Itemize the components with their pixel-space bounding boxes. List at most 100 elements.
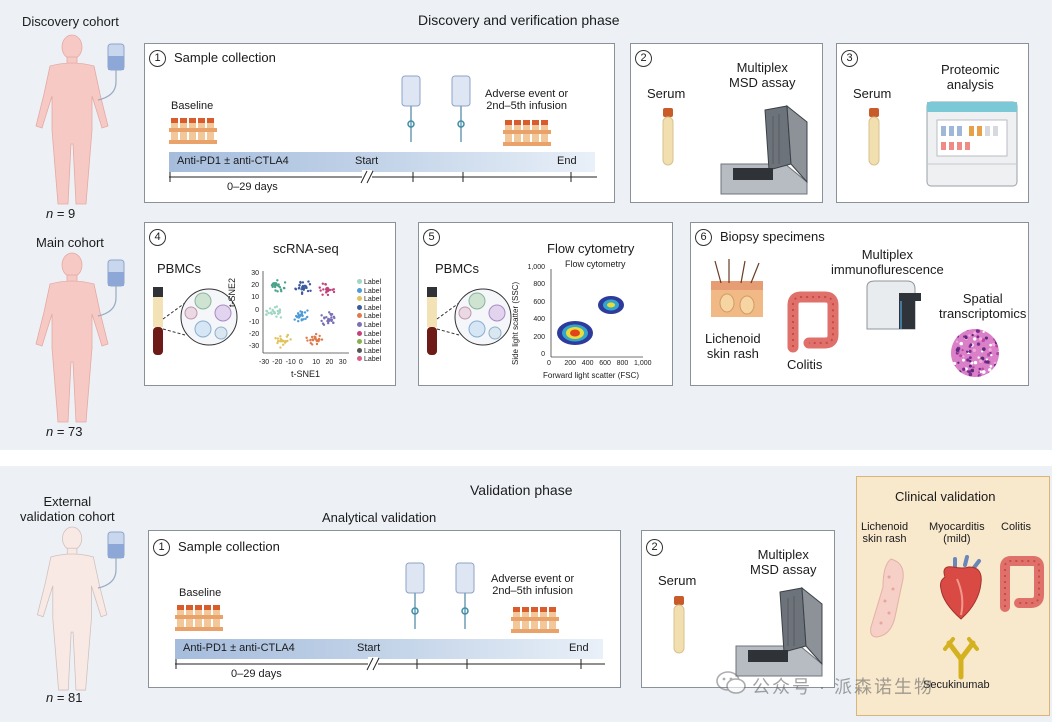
colon-icon (1000, 556, 1044, 612)
tsne-point (313, 337, 317, 340)
tissue-spot-dot (972, 366, 975, 369)
tissue-spot-dot (964, 367, 968, 371)
tissue-spot-dot (955, 340, 959, 343)
tissue-spot-dot (977, 356, 980, 359)
flow-ytick: 1,000 (527, 264, 545, 271)
legend-swatch (357, 339, 362, 345)
legend-entry: Label (357, 321, 381, 331)
tsne-point (265, 309, 268, 313)
flow-xtick: 200 (564, 360, 577, 367)
tsne-point (309, 339, 312, 342)
tissue-spot-dot (959, 329, 962, 332)
tissue-spot-dot (975, 329, 980, 333)
tissue-spot-dot (969, 343, 973, 347)
tsne-point (320, 314, 323, 317)
tsne-point (315, 342, 319, 346)
tissue-spot-dot (996, 372, 999, 376)
tissue-spot-dot (987, 375, 992, 377)
tsne-point (277, 312, 280, 315)
tsne-point (333, 316, 336, 320)
tsne-point (304, 317, 307, 320)
discovery-phase-title: Discovery and verification phase (418, 12, 620, 28)
tsne-point (275, 315, 278, 318)
legend-swatch (357, 321, 362, 327)
tissue-spot-dot (978, 337, 983, 341)
flow-cytometry-panel: 5 PBMCs Flow cytometry Flow cytometry Si… (418, 222, 673, 386)
tsne-point (275, 305, 279, 308)
flow-ytick: 200 (533, 333, 545, 341)
tissue-spot-dot (997, 339, 999, 343)
tissue-spot-dot (948, 331, 950, 333)
tsne-point (322, 323, 326, 326)
tsne-point (280, 339, 284, 342)
tsne-ytick: -10 (249, 318, 260, 326)
colon-icon (787, 291, 839, 353)
tsne-point (299, 280, 302, 284)
tsne-ylabel: t-SNE2 (227, 277, 237, 307)
tsne-point (271, 285, 274, 289)
tsne-point (278, 286, 282, 289)
panel-number: 5 (423, 229, 448, 246)
secukinumab-label: Secukinumab (923, 679, 990, 691)
heart-icon (940, 555, 982, 620)
legend-swatch (357, 296, 362, 302)
tissue-spot-dot (991, 342, 996, 347)
legend-label: Label (364, 330, 382, 338)
tsne-point (268, 307, 272, 310)
legend-label: Label (364, 313, 382, 321)
tissue-spot-dot (981, 370, 986, 374)
tissue-spot-dot (976, 335, 980, 339)
tsne-point (295, 314, 298, 318)
tsne-point (313, 335, 316, 338)
validation-phase-title: Validation phase (470, 482, 573, 498)
tsne-point (332, 290, 336, 294)
tsne-point (278, 308, 282, 311)
tsne-point (319, 289, 322, 292)
pbmc-cell-icon (153, 287, 238, 355)
flow-xtick: 1,000 (634, 360, 652, 367)
tissue-spot-dot (994, 341, 999, 345)
flow-ytick: 800 (533, 281, 545, 289)
tissue-spot-dot (964, 336, 968, 340)
tsne-point (322, 288, 325, 291)
tissue-spot-dot (951, 374, 955, 377)
tsne-point (272, 282, 276, 285)
treatment-timeline-bar (175, 639, 603, 659)
tissue-spot-dot (962, 367, 966, 371)
tissue-spot-dot (973, 360, 978, 365)
tsne-ytick: 0 (255, 306, 259, 314)
tissue-spot-dot (961, 358, 965, 362)
tissue-spot-dot (952, 361, 957, 366)
flow-xtick: 800 (616, 360, 629, 367)
iv-bag-icon (451, 75, 471, 142)
tsne-point (327, 319, 331, 322)
tissue-spot-dot (968, 349, 972, 353)
legend-label: Label (364, 356, 382, 364)
tsne-point (276, 337, 280, 340)
panel-number: 2 (646, 539, 671, 556)
skin-icon (870, 558, 904, 638)
tsne-point (302, 288, 305, 291)
days-label: 0–29 days (231, 668, 282, 680)
proteomics-instrument-icon (926, 101, 1018, 187)
panel-number: 2 (635, 50, 660, 67)
legend-swatch (357, 304, 362, 310)
legend-label: Label (364, 339, 382, 347)
tsne-point (279, 346, 282, 349)
tsne-point (273, 284, 277, 287)
tsne-point (328, 288, 332, 292)
tissue-spot-dot (979, 374, 982, 377)
clinical-title: Clinical validation (895, 489, 996, 504)
treatment-label: Anti-PD1 ± anti-CTLA4 (183, 642, 295, 654)
tissue-spot-dot (979, 359, 983, 363)
tissue-spot-dot (973, 337, 977, 341)
legend-swatch (357, 347, 362, 353)
discovery-cohort-label: Discovery cohort (22, 14, 119, 29)
tissue-spot-dot (951, 332, 953, 337)
tsne-point (330, 316, 333, 319)
iv-bag-icon (97, 43, 125, 101)
